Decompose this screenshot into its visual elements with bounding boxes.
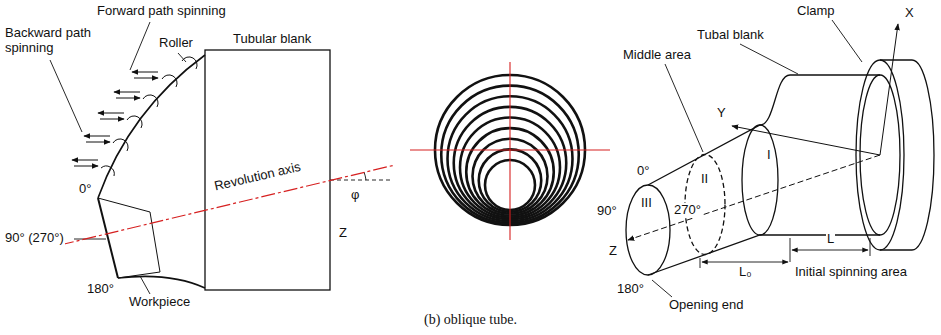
initial-section xyxy=(742,125,778,235)
part-label: Tubular blank xyxy=(232,32,312,47)
part-label: 90° (270°) xyxy=(4,231,65,246)
part-label: 0° xyxy=(78,182,92,197)
part-label: φ xyxy=(350,188,360,203)
concentric-sections xyxy=(410,62,610,240)
angle-arc xyxy=(364,172,366,180)
part-label: I xyxy=(766,148,772,163)
workpiece-top-contour xyxy=(98,55,205,198)
part-label: Clamp xyxy=(796,4,836,19)
part-label: 180° xyxy=(86,282,115,297)
workpiece-bottom-contour xyxy=(118,276,205,288)
x-axis xyxy=(880,24,898,155)
tubular-blank-outline xyxy=(205,50,330,290)
part-label: Tubal blank xyxy=(696,28,765,43)
part-label: L₀ xyxy=(738,265,753,280)
tube-top-contour xyxy=(648,75,880,185)
part-label: 270° xyxy=(673,203,702,218)
workpiece-end-face xyxy=(98,198,118,278)
part-label: 0° xyxy=(636,164,650,179)
left-figure xyxy=(50,22,395,294)
part-label: Initial spinning area xyxy=(794,265,908,280)
part-label: Workpiece xyxy=(128,295,191,310)
part-label: III xyxy=(640,196,653,211)
roller-arcs xyxy=(101,57,197,176)
part-label: L xyxy=(826,232,835,247)
leader-lines xyxy=(50,22,186,294)
part-label: Opening end xyxy=(668,298,744,313)
part-label: Y xyxy=(716,106,727,121)
part-label: Middle area xyxy=(622,48,692,63)
figure-caption: (b) oblique tube. xyxy=(424,312,517,328)
part-label: Z xyxy=(338,226,348,241)
path-arrows xyxy=(72,72,158,166)
part-label: Backward path spinning xyxy=(4,26,92,56)
part-label: 180° xyxy=(616,282,645,297)
workpiece-end-section xyxy=(98,198,160,278)
part-label: Revolution axis xyxy=(212,160,303,195)
clamp-body xyxy=(880,60,934,250)
part-label: Z xyxy=(608,244,618,259)
part-label: X xyxy=(904,6,915,21)
part-label: Roller xyxy=(158,36,194,51)
part-label: II xyxy=(700,172,709,187)
horizontal-reference xyxy=(330,180,392,181)
part-label: 90° xyxy=(596,204,618,219)
opening-end-section xyxy=(626,185,670,275)
z-axis xyxy=(628,155,880,240)
y-axis xyxy=(732,126,880,155)
crosshair xyxy=(509,62,510,240)
part-label: Forward path spinning xyxy=(96,4,227,19)
dimension-lines xyxy=(700,238,870,268)
